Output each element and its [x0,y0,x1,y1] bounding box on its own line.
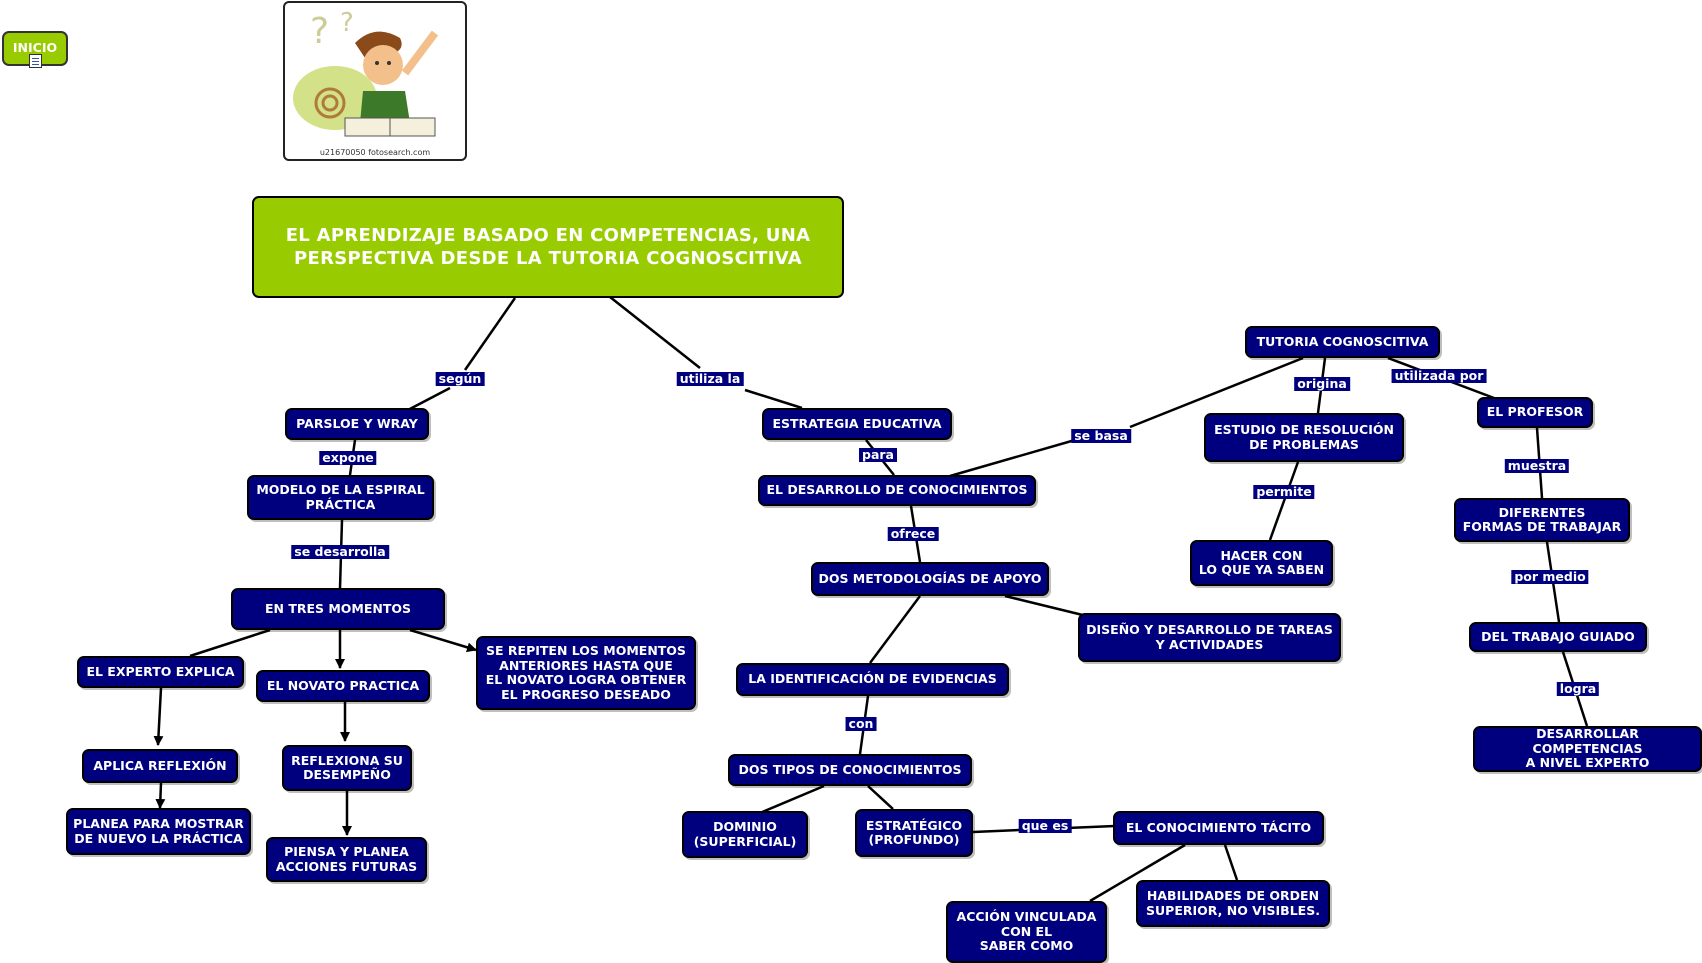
node-accion[interactable]: ACCIÓN VINCULADA CON EL SABER COMO [946,901,1107,963]
node-profesor[interactable]: EL PROFESOR [1477,397,1593,428]
link-label-que-es: que es [1018,819,1072,833]
link-label-expone: expone [319,451,377,465]
link-label-segun: según [435,372,485,386]
link-label-origina: origina [1294,377,1350,391]
link-label-se-desarrolla: se desarrolla [291,545,389,559]
node-identificacion[interactable]: LA IDENTIFICACIÓN DE EVIDENCIAS [736,663,1009,696]
node-habilidades[interactable]: HABILIDADES DE ORDEN SUPERIOR, NO VISIBL… [1136,880,1330,927]
student-illustration: ? ? u21670050 fotosearch.com [283,1,467,161]
link-label-utilizada-por: utilizada por [1391,369,1487,383]
document-icon [29,54,42,68]
node-tacito[interactable]: EL CONOCIMIENTO TÁCITO [1113,811,1324,845]
node-planea[interactable]: PLANEA PARA MOSTRAR DE NUEVO LA PRÁCTICA [66,808,251,855]
node-estrategia[interactable]: ESTRATEGIA EDUCATIVA [762,408,952,440]
node-diferentes[interactable]: DIFERENTES FORMAS DE TRABAJAR [1454,498,1630,542]
node-trabajo-guiado[interactable]: DEL TRABAJO GUIADO [1469,622,1647,652]
node-repiten[interactable]: SE REPITEN LOS MOMENTOS ANTERIORES HASTA… [476,636,696,710]
inicio-label: INICIO [12,40,58,55]
node-piensa[interactable]: PIENSA Y PLANEA ACCIONES FUTURAS [266,837,427,882]
node-desarrollo[interactable]: EL DESARROLLO DE CONOCIMIENTOS [758,475,1036,506]
node-novato[interactable]: EL NOVATO PRACTICA [256,670,430,702]
node-reflexiona[interactable]: REFLEXIONA SU DESEMPEÑO [282,745,412,791]
node-dos-tipos[interactable]: DOS TIPOS DE CONOCIMIENTOS [728,754,972,786]
node-momentos[interactable]: EN TRES MOMENTOS [231,588,445,630]
link-label-utiliza: utiliza la [676,372,744,386]
node-parsloe[interactable]: PARSLOE Y WRAY [285,408,429,440]
link-label-se-basa: se basa [1071,429,1131,443]
root-topic[interactable]: EL APRENDIZAJE BASADO EN COMPETENCIAS, U… [252,196,844,298]
link-label-para: para [859,448,897,462]
node-estudio[interactable]: ESTUDIO DE RESOLUCIÓN DE PROBLEMAS [1204,413,1404,462]
link-label-ofrece: ofrece [887,527,939,541]
link-label-por-medio: por medio [1511,570,1589,584]
node-estrategico[interactable]: ESTRATÉGICO (PROFUNDO) [855,809,973,857]
node-dominio[interactable]: DOMINIO (SUPERFICIAL) [682,811,808,858]
node-experto[interactable]: EL EXPERTO EXPLICA [77,656,244,688]
link-label-con: con [845,717,877,731]
image-caption: u21670050 fotosearch.com [319,148,431,157]
node-dos-metodologias[interactable]: DOS METODOLOGÍAS DE APOYO [811,562,1049,596]
link-label-muestra: muestra [1504,459,1570,473]
student-thinking-icon: ? ? [293,8,439,137]
svg-text:?: ? [340,8,354,38]
node-modelo[interactable]: MODELO DE LA ESPIRAL PRÁCTICA [247,475,434,520]
node-diseno[interactable]: DISEÑO Y DESARROLLO DE TAREAS Y ACTIVIDA… [1078,613,1341,662]
link-label-permite: permite [1253,485,1315,499]
node-competencias[interactable]: DESARROLLAR COMPETENCIAS A NIVEL EXPERTO [1473,726,1702,772]
node-aplica[interactable]: APLICA REFLEXIÓN [82,749,238,783]
node-hacer[interactable]: HACER CON LO QUE YA SABEN [1190,540,1333,586]
inicio-button[interactable]: INICIO [2,31,68,68]
node-tutoria[interactable]: TUTORIA COGNOSCITIVA [1245,326,1440,358]
link-label-logra: logra [1556,682,1600,696]
svg-text:?: ? [310,11,329,52]
